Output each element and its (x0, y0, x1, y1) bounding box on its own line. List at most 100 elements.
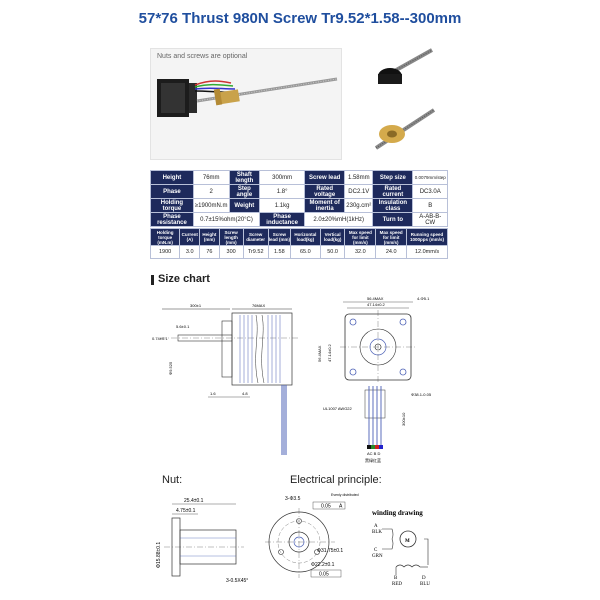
perf-header: Horizontal load(kg) (290, 228, 321, 246)
spec-value: 2.0±20%mH(1kHz) (304, 212, 374, 227)
spec-value: DC3.0A (412, 184, 448, 199)
perf-header: Height (mm) (199, 228, 220, 246)
spec-label: Phase resistance (150, 212, 194, 227)
electrical-title: Electrical principle: (290, 474, 382, 486)
spec-label: Weight (228, 198, 261, 213)
dim-phi: Φ9.525 (168, 361, 173, 375)
dim-381: Φ38.1-0.05 (411, 392, 432, 397)
section-marker (151, 275, 154, 285)
size-chart-title: Size chart (158, 273, 210, 285)
nut-drawing: 25.4±0.1 4.75±0.1 Φ15.88±0.1 3-0.5X45° (156, 498, 248, 584)
perf-value: 24.0 (375, 245, 408, 259)
front-view-drawing: 56.4MAX 47.14±0.2 4-Φ5.1 56.4MAX 47.14±0… (317, 296, 432, 463)
dim-76: 76MAX (252, 303, 265, 308)
perf-value: 1900 (149, 245, 181, 259)
spec-label: Rated current (372, 184, 414, 199)
dim-4714-side: 47.14±0.2 (327, 343, 332, 362)
dim-holes: 4-Φ5.1 (417, 296, 430, 301)
performance-table: Holding torque (mN.m) Current (A) Height… (149, 228, 448, 259)
perf-header: Screw length (mm) (218, 228, 244, 246)
spec-label: Turn to (372, 212, 414, 227)
perf-value: 32.0 (344, 245, 377, 259)
perf-value: 1.58 (267, 245, 292, 259)
perf-header: Vertical load(kg) (319, 228, 346, 246)
nut-dim-phi: Φ15.88±0.1 (156, 542, 162, 568)
dim-300: 300±1 (190, 303, 202, 308)
spec-label: Rated voltage (304, 184, 346, 199)
flange-d222: Φ22.2±0.1 (311, 562, 335, 568)
spec-table: Height 76mm Shaft length 300mm Screw lea… (150, 170, 448, 227)
spec-value: 1.58mm (344, 170, 374, 185)
winding-drawing: winding drawing A BLK C GRN M B RED D BL… (372, 509, 430, 587)
flange-holes: 3-Φ3.5 (285, 496, 301, 502)
dim-16: 1.6 (210, 391, 216, 396)
spec-value: 300mm (259, 170, 306, 185)
dim-074: 0.74±0.1 (152, 336, 168, 341)
table-row: Phase resistance 0.7±15%ohm(20°C) Phase … (150, 212, 448, 227)
spec-value: ≥1900mN.m (192, 198, 230, 213)
winding-b: B (394, 576, 398, 581)
table-row: Height 76mm Shaft length 300mm Screw lea… (150, 170, 448, 185)
spec-label: Height (150, 170, 194, 185)
product-photo: Nuts and screws are optional (150, 48, 342, 160)
cable-spec: UL1007 AWG22 (323, 406, 353, 411)
flange-evenly: Evenly distributed (331, 493, 359, 497)
winding-blk: BLK (372, 530, 382, 535)
perf-header: Running speed 1000pps (mm/s) (406, 228, 448, 246)
dim-5: 5.6±0.1 (176, 324, 190, 329)
spec-value: 230g.cm² (344, 198, 374, 213)
dim-564: 56.4MAX (367, 296, 384, 301)
spec-label: Screw lead (304, 170, 346, 185)
spec-value: B (412, 198, 448, 213)
dim-300-cable: 300±10 (401, 412, 406, 426)
nut-title: Nut: (162, 474, 183, 486)
perf-value: 3.0 (179, 245, 201, 259)
wire-colors-note: 黑绿红蓝 (365, 457, 381, 463)
perf-header: Screw diameter (242, 228, 269, 246)
flange-datum: A (339, 504, 343, 510)
spec-value: DC2.1V (344, 184, 374, 199)
dim-48: 4.8 (242, 391, 248, 396)
table-row: Phase 2 Step angle 1.8° Rated voltage DC… (150, 184, 448, 199)
winding-a: A (374, 524, 378, 529)
flange-tol2: 0.05 (319, 572, 329, 578)
winding-m: M (405, 539, 410, 544)
perf-header: Current (A) (179, 228, 201, 246)
perf-header: Max speed for limit (mm/s) (375, 228, 408, 246)
perf-value: 300 (218, 245, 244, 259)
spec-label: Shaft length (228, 170, 261, 185)
page-title: 57*76 Thrust 980N Screw Tr9.52*1.58--300… (138, 10, 462, 27)
spec-value: 1.8° (259, 184, 306, 199)
spec-label: Holding torque (150, 198, 194, 213)
table-row: 1900 3.0 76 300 Tr9.52 1.58 65.0 50.0 32… (149, 245, 448, 259)
spec-value: A-AB-B-CW (412, 212, 448, 227)
spec-label: Step angle (228, 184, 261, 199)
dim-564-side: 56.4MAX (317, 345, 322, 362)
dim-4714: 47.14±0.2 (367, 302, 386, 307)
perf-header: Screw lead (mm) (267, 228, 292, 246)
perf-value: 65.0 (290, 245, 321, 259)
brass-nut (216, 89, 240, 105)
perf-value: 76 (199, 245, 220, 259)
perf-header: Max speed for limit (mm/s) (344, 228, 377, 246)
spec-label: Phase inductance (259, 212, 306, 227)
side-view-drawing: 300±1 76MAX 5.6±0.1 0.74±0.1 Φ9.525 1.6 … (152, 303, 300, 455)
spec-value: 0.7±15%ohm(20°C) (192, 212, 261, 227)
winding-grn: GRN (372, 554, 383, 559)
flange-tol1: 0.05 (321, 504, 331, 510)
winding-blu: BLU (420, 582, 430, 587)
winding-d: D (422, 576, 426, 581)
spec-label: Moment of inertia (304, 198, 346, 213)
spec-value: 0.0079mm/step (412, 170, 448, 185)
motor-illustration (157, 77, 338, 117)
winding-c: C (374, 548, 378, 553)
winding-red: RED (392, 582, 402, 587)
nut-chamfer: 3-0.5X45° (226, 578, 248, 584)
wire-labels: AC B D (367, 451, 380, 456)
motor-symbol (399, 530, 417, 548)
spec-label: Step size (372, 170, 414, 185)
flange-d3175: Φ31.75±0.1 (317, 548, 343, 554)
nut-dim-254: 25.4±0.1 (184, 498, 204, 504)
spec-label: Phase (150, 184, 194, 199)
spec-value: 1.1kg (259, 198, 306, 213)
